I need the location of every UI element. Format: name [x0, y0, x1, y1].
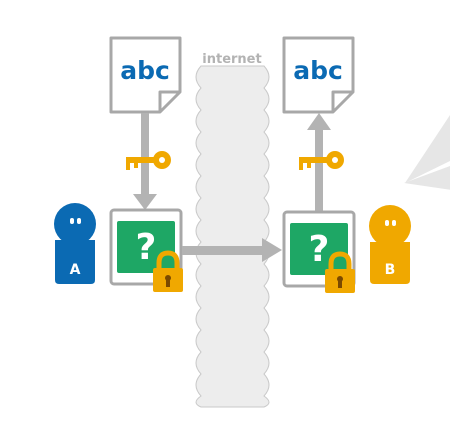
- receiver-person-head: [369, 205, 411, 247]
- sender-encrypted-box: ?: [109, 208, 183, 286]
- padlock-icon: [325, 251, 355, 293]
- padlock-icon: [153, 250, 183, 292]
- key-icon: [126, 151, 171, 170]
- receiver-document: abc: [282, 36, 355, 114]
- arrow-transmit: [182, 238, 282, 262]
- speech-bubble-icon: [404, 166, 450, 190]
- sender-document: abc: [109, 36, 182, 114]
- arrow-encrypt: [133, 113, 157, 210]
- person-icon: B: [369, 205, 411, 284]
- key-icon: [299, 151, 344, 170]
- receiver-letter: B: [385, 262, 396, 278]
- internet-label: internet: [202, 52, 261, 67]
- arrow-decrypt: [307, 113, 331, 212]
- sender-person-head: [54, 203, 96, 245]
- sender-encrypted-symbol: ?: [136, 227, 157, 268]
- sender-person-body: [55, 240, 95, 284]
- internet-cloud: [195, 65, 270, 408]
- sender-letter: A: [70, 262, 81, 278]
- receiver-document-text: abc: [293, 56, 343, 85]
- sender-document-text: abc: [120, 56, 170, 85]
- speech-bubble-body: [405, 115, 450, 183]
- receiver-encrypted-symbol: ?: [309, 229, 330, 270]
- person-icon: A: [54, 203, 96, 284]
- receiver-person-body: [370, 242, 410, 284]
